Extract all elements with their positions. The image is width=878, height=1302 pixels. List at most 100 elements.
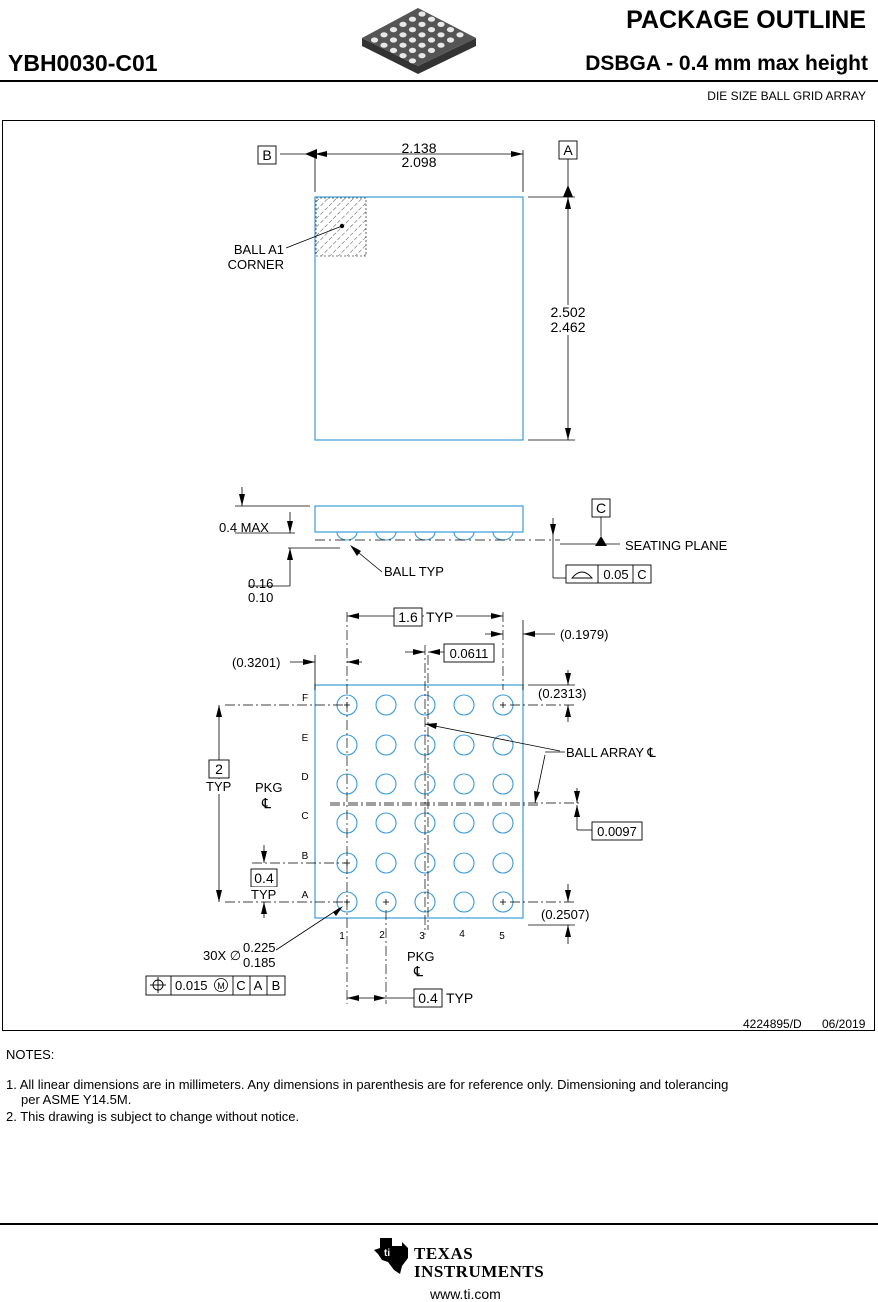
column-label: 2 (379, 930, 385, 941)
ref-right: (0.1979) (560, 627, 608, 642)
flatness-frame (565, 564, 652, 584)
brand-instruments: INSTRUMENTS (414, 1262, 545, 1281)
document-number: 4224895/D (743, 1017, 802, 1031)
standoff-max: 0.16 (248, 576, 273, 591)
datum-c: C (596, 500, 606, 516)
solder-ball (375, 773, 397, 795)
svg-text:C: C (637, 567, 646, 582)
note-1: 1. All linear dimensions are in millimet… (6, 1077, 729, 1092)
offset-y: 0.0097 (597, 824, 637, 839)
solder-ball (375, 891, 397, 913)
ref-left: (0.3201) (232, 655, 280, 670)
pitch-x: 0.4 (418, 990, 438, 1006)
drawing-frame (2, 120, 875, 1031)
ball-diameter-min: 0.185 (243, 955, 276, 970)
package-drawing: BALL A1 CORNER B 2.138 2.098 A 2.502 2.4… (145, 140, 866, 1031)
column-labels: 1 2 3 4 5 (339, 929, 505, 942)
position-tolerance: 0.015 (175, 978, 208, 993)
solder-ball (453, 734, 475, 756)
ball-a1-corner-label: CORNER (228, 257, 284, 272)
seating-plane-label: SEATING PLANE (625, 538, 728, 553)
column-label: 1 (339, 931, 345, 942)
side-view-balls (336, 531, 514, 541)
datum-a: A (563, 142, 573, 158)
solder-ball (492, 852, 514, 874)
max-height-label: 0.4 MAX (219, 520, 269, 535)
pitch-y: 0.4 (254, 870, 274, 886)
bottom-view-outline (314, 684, 524, 919)
side-ball (414, 531, 436, 541)
texas-state-icon: ti (374, 1238, 408, 1274)
svg-text:M: M (217, 981, 225, 991)
side-ball (492, 531, 514, 541)
side-ball (453, 531, 475, 541)
package-description: DSBGA - 0.4 mm max height (585, 52, 868, 75)
datum-b-box (257, 145, 277, 165)
flatness-tolerance: 0.05 (603, 567, 628, 582)
solder-ball (492, 812, 514, 834)
solder-ball (453, 812, 475, 834)
solder-ball (453, 773, 475, 795)
height-max: 2.502 (550, 304, 585, 320)
solder-ball (453, 852, 475, 874)
solder-ball (492, 773, 514, 795)
solder-ball (492, 734, 514, 756)
footer-rule (0, 1223, 878, 1225)
flatness-symbol-icon (571, 571, 593, 579)
brand-texas: TEXAS (414, 1244, 474, 1263)
row-label: C (301, 811, 308, 822)
side-view-body (314, 505, 524, 533)
side-ball (375, 531, 397, 541)
ball-a1-label: BALL A1 (234, 242, 284, 257)
svg-text:B: B (272, 978, 281, 993)
span-x: 1.6 (398, 609, 418, 625)
row-label: B (302, 851, 309, 862)
solder-ball (375, 852, 397, 874)
solder-ball (375, 812, 397, 834)
pitch-y-typ: TYP (251, 887, 276, 902)
ref-bottom: (0.2507) (541, 907, 589, 922)
pkg-label-left: PKG (255, 780, 282, 795)
standoff-min: 0.10 (248, 590, 273, 605)
column-label: 5 (499, 931, 505, 942)
drawing-title: PACKAGE OUTLINE (626, 6, 866, 34)
side-ball (336, 531, 358, 541)
pkg-centerline-left: ℄ (261, 795, 271, 811)
datum-b: B (262, 147, 271, 163)
row-label: E (302, 733, 309, 744)
row-label: D (301, 772, 308, 783)
ball-array-centerline-label: BALL ARRAY ℄ (566, 745, 656, 760)
header-rule (0, 80, 878, 82)
note-1-continued: per ASME Y14.5M. (21, 1092, 132, 1107)
position-tolerance-frame (145, 975, 286, 996)
ball-diameter-max: 0.225 (243, 940, 276, 955)
solder-ball (453, 694, 475, 716)
span-x-typ: TYP (426, 609, 453, 625)
pitch-x-typ: TYP (446, 990, 473, 1006)
span-y-typ: TYP (206, 779, 231, 794)
notes-heading: NOTES: (6, 1047, 55, 1062)
ref-top: (0.2313) (538, 686, 586, 701)
column-label: 4 (459, 929, 465, 940)
document-date: 06/2019 (822, 1017, 866, 1031)
svg-text:C: C (236, 978, 245, 993)
column-label: 3 (419, 931, 425, 942)
package-3d-icon (362, 8, 476, 74)
span-y: 2 (215, 761, 223, 777)
part-number: YBH0030-C01 (8, 50, 158, 76)
offset-x: 0.0611 (450, 646, 489, 661)
website-link[interactable]: www.ti.com (430, 1286, 501, 1302)
svg-text:A: A (254, 978, 263, 993)
solder-ball (375, 734, 397, 756)
ball-typ-label: BALL TYP (384, 564, 444, 579)
ball-count-diameter: 30X ∅ (203, 948, 241, 963)
top-view-outline (314, 196, 524, 441)
row-label: F (302, 693, 308, 704)
svg-text:ti: ti (384, 1248, 390, 1259)
pkg-label-bottom: PKG (407, 949, 434, 964)
mmc-icon (214, 978, 228, 992)
width-min: 2.098 (401, 154, 436, 170)
width-max: 2.138 (401, 140, 436, 156)
position-symbol-icon (150, 977, 166, 993)
